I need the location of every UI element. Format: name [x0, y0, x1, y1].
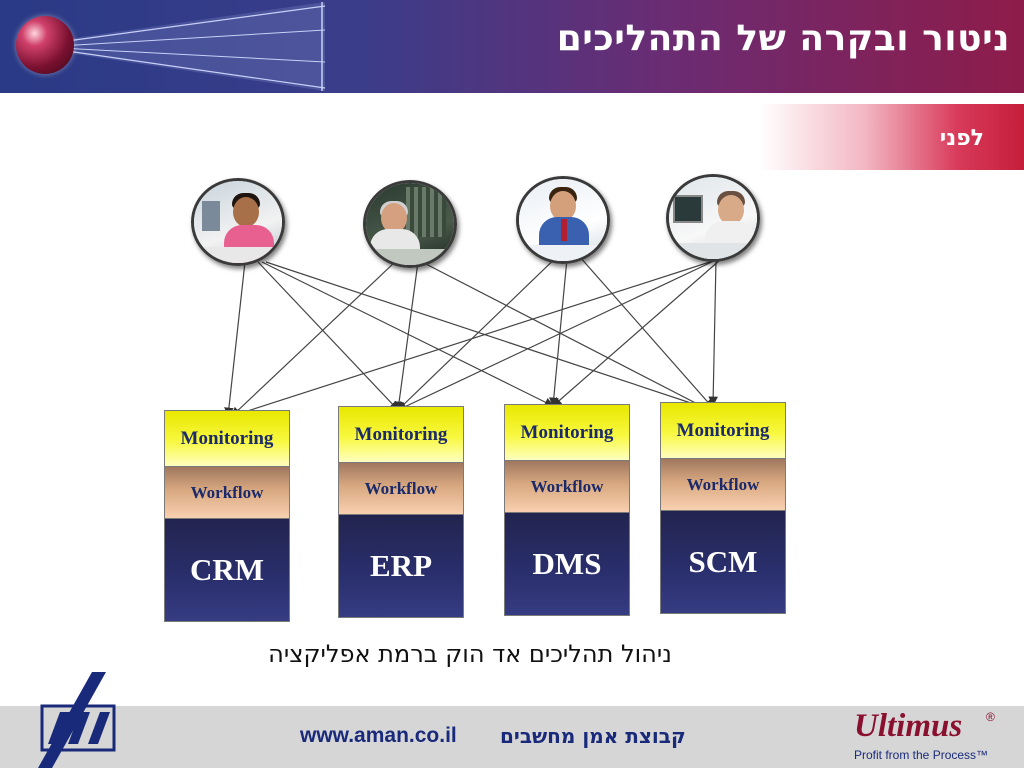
monitoring-layer: Monitoring: [165, 411, 289, 467]
dms-stack: Monitoring Workflow DMS: [504, 404, 630, 616]
workflow-layer: Workflow: [165, 467, 289, 519]
user-avatar-1: [191, 178, 285, 266]
user-avatar-4: [666, 174, 760, 262]
workflow-layer: Workflow: [339, 463, 463, 515]
application-layer: ERP: [339, 515, 463, 617]
title-banner: ניטור ובקרה של התהליכים: [0, 0, 1024, 93]
crm-stack: Monitoring Workflow CRM: [164, 410, 290, 622]
application-layer: CRM: [165, 519, 289, 621]
registered-mark: ®: [986, 710, 995, 724]
brand-tagline: Profit from the Process™: [854, 748, 989, 762]
workflow-layer: Workflow: [661, 459, 785, 511]
application-layer: SCM: [661, 511, 785, 613]
section-banner: לפני: [760, 104, 1024, 170]
globe-icon: [16, 16, 74, 74]
monitoring-layer: Monitoring: [339, 407, 463, 463]
monitoring-layer: Monitoring: [661, 403, 785, 459]
ultimus-logo: Ultimus ® Profit from the Process™: [850, 708, 1020, 766]
section-label: לפני: [939, 126, 984, 151]
aman-logo-icon: [38, 672, 116, 768]
user-avatar-2: [363, 180, 457, 268]
erp-stack: Monitoring Workflow ERP: [338, 406, 464, 618]
user-avatar-3: [516, 176, 610, 264]
company-name: קבוצת אמן מחשבים: [500, 724, 686, 748]
monitoring-layer: Monitoring: [505, 405, 629, 461]
footer-bar: www.aman.co.il קבוצת אמן מחשבים: [0, 706, 1024, 768]
page-title: ניטור ובקרה של התהליכים: [556, 18, 1010, 59]
brand-name: Ultimus: [854, 708, 963, 744]
scm-stack: Monitoring Workflow SCM: [660, 402, 786, 614]
application-layer: DMS: [505, 513, 629, 615]
workflow-layer: Workflow: [505, 461, 629, 513]
light-beam-graphic: [60, 2, 326, 91]
website-link[interactable]: www.aman.co.il: [300, 724, 457, 747]
diagram-caption: ניהול תהליכים אד הוק ברמת אפליקציה: [268, 640, 672, 668]
